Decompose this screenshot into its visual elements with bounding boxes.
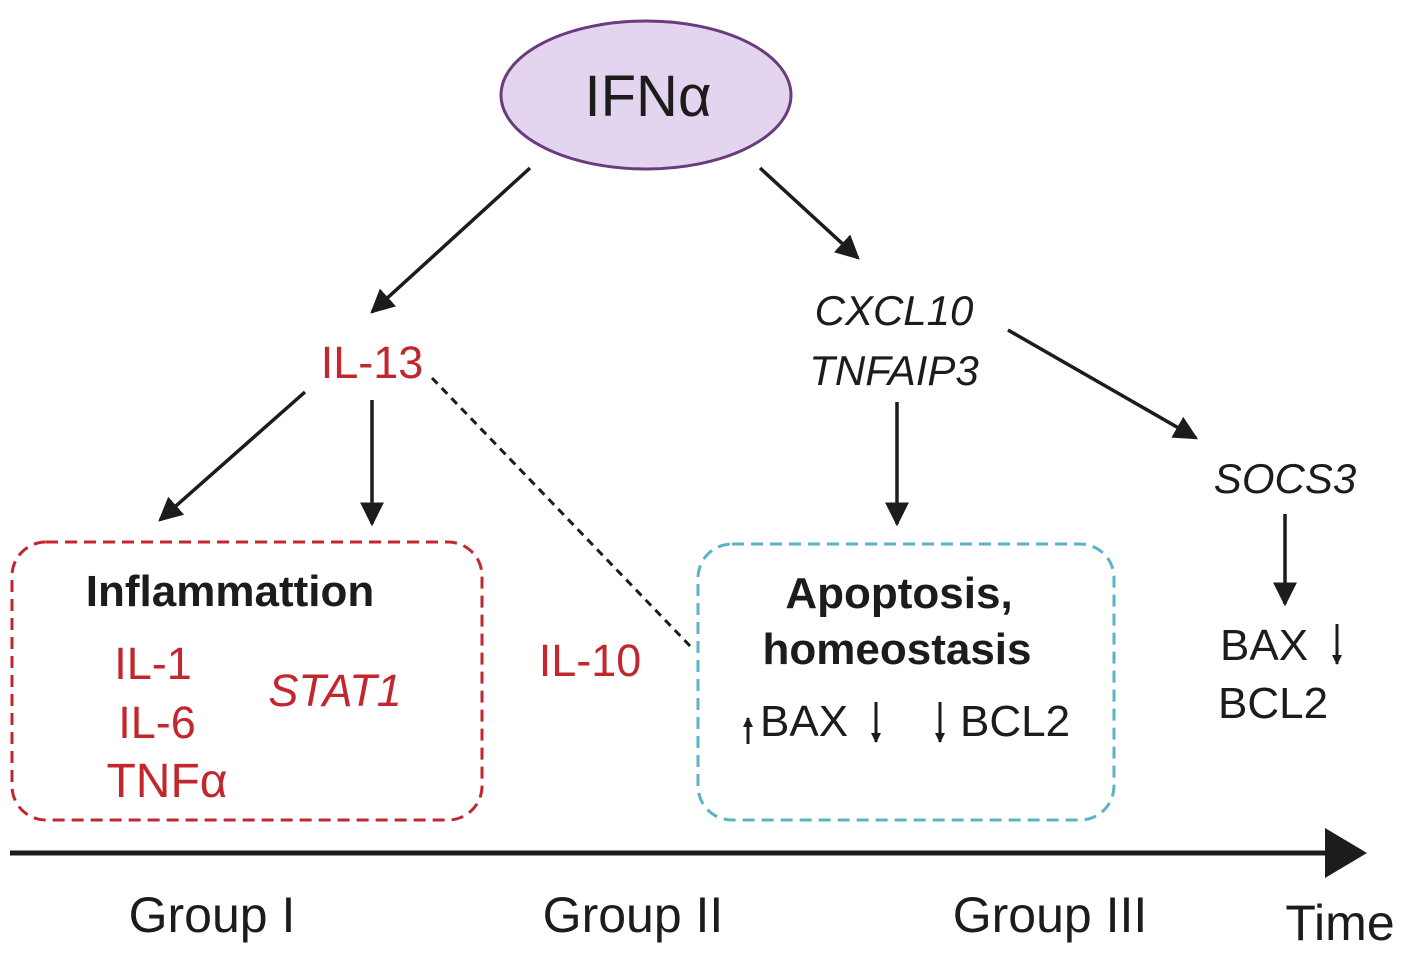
apoptosis-title-line1: Apoptosis, — [785, 569, 1013, 618]
apoptosis-bax-label: BAX — [760, 697, 849, 746]
tnf-alpha-label: TNFα — [106, 755, 228, 808]
arrow-ifn-to-il13 — [370, 166, 532, 314]
socs3-bcl2-label: BCL2 — [1218, 679, 1329, 728]
group1-label: Group I — [128, 887, 296, 943]
inflammation-box — [10, 540, 484, 822]
il10-label: IL-10 — [538, 635, 642, 686]
time-label: Time — [1285, 895, 1395, 951]
apoptosis-box — [696, 542, 1116, 822]
apoptosis-title-line2: homeostasis — [762, 625, 1032, 674]
arrow-il13-to-inflammation-left — [158, 390, 307, 522]
cxcl10-label: CXCL10 — [814, 287, 974, 334]
group3-label: Group III — [952, 887, 1148, 943]
stat1-label: STAT1 — [268, 665, 402, 716]
il6-label: IL-6 — [118, 697, 196, 748]
il13-label: IL-13 — [320, 337, 424, 388]
group2-label: Group II — [542, 887, 724, 943]
arrow-cxcl10-to-socs3 — [1007, 328, 1199, 440]
socs3-bax-label: BAX — [1220, 621, 1309, 670]
tnfaip3-label: TNFAIP3 — [809, 347, 979, 394]
dashed-link-il13-to-apoptosis — [430, 376, 694, 650]
socs3-label: SOCS3 — [1213, 455, 1357, 502]
ifn-alpha-node — [499, 19, 793, 171]
inflammation-title: Inflammattion — [85, 567, 375, 616]
arrow-ifn-to-cxcl10 — [758, 166, 860, 260]
ifn-alpha-label: IFNα — [584, 64, 712, 129]
il1-label: IL-1 — [114, 638, 192, 689]
apoptosis-bcl2-label: BCL2 — [960, 697, 1071, 746]
time-axis-arrowhead — [1325, 828, 1367, 878]
